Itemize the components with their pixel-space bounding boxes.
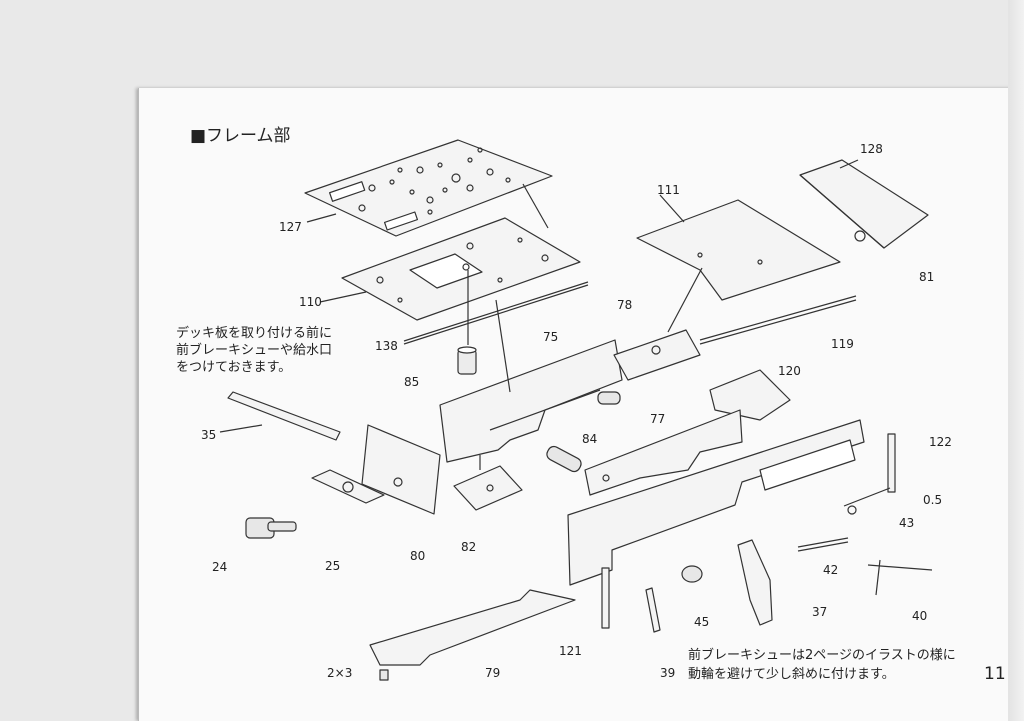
part-127-deck-plate [304, 139, 553, 237]
part-label-122: 122 [929, 435, 952, 449]
part-label-45: 45 [694, 615, 710, 629]
lower-frame [567, 419, 865, 586]
part-label-120: 120 [778, 364, 801, 378]
part-82-block [453, 465, 523, 511]
part-79-floor-plate [369, 589, 576, 666]
part-84-axle-bush [546, 445, 582, 473]
part-128-81-rear-plate [799, 159, 929, 249]
note-brake-shoe: 前ブレーキシューは2ページのイラストの様に 動輪を避けて少し斜めに付けます。 [688, 646, 956, 684]
note-deck-line-2: 前ブレーキシューや給水口 [176, 343, 333, 358]
part-label-77: 77 [650, 412, 666, 426]
page-number: 11 [984, 664, 1006, 684]
part-label-25: 25 [325, 559, 341, 573]
part-label-121: 121 [559, 644, 582, 658]
part-label-2x3: 2×3 [327, 666, 353, 680]
part-122-strip [887, 433, 896, 493]
part-77-frame-right [584, 409, 743, 496]
part-label-110: 110 [299, 295, 322, 309]
part-121-strip [601, 567, 610, 629]
part-label-85: 85 [404, 375, 420, 389]
part-label-79: 79 [485, 666, 501, 680]
part-43-brake-lever [843, 487, 891, 515]
part-42-rod [797, 537, 849, 552]
part-label-127: 127 [279, 220, 302, 234]
part-label-111: 111 [657, 183, 680, 197]
part-80-end-beam [361, 424, 441, 515]
part-label-24: 24 [212, 560, 228, 574]
part-label-43: 43 [899, 516, 915, 530]
part-40-linkage [867, 559, 933, 596]
part-label-84: 84 [582, 432, 598, 446]
part-label-119: 119 [831, 337, 854, 351]
part-label-78: 78 [617, 298, 633, 312]
part-110-sub-plate [341, 217, 581, 321]
part-label-80: 80 [410, 549, 426, 563]
part-label-42: 42 [823, 563, 839, 577]
part-label-35: 35 [201, 428, 217, 442]
section-title: ■フレーム部 [190, 126, 291, 146]
part-119-rod [699, 295, 857, 345]
part-label-37: 37 [812, 605, 828, 619]
part-label-82: 82 [461, 540, 477, 554]
note-brake-line-1: 前ブレーキシューは2ページのイラストの様に [688, 648, 956, 663]
part-120-cover [709, 369, 791, 421]
part-45-injector [681, 565, 703, 583]
part-39-brake-hanger [645, 587, 661, 633]
part-label-39: 39 [660, 666, 676, 680]
note-deck-assembly: デッキ板を取り付ける前に 前ブレーキシューや給水口 をつけておきます。 [176, 325, 332, 376]
screw-2x3 [379, 669, 389, 681]
part-85-water-filler [457, 346, 477, 375]
note-deck-line-3: をつけておきます。 [176, 360, 292, 375]
part-label-81: 81 [919, 270, 935, 284]
next-page-edge [1008, 0, 1024, 721]
part-25-coupler-plate [311, 469, 385, 504]
part-label-0-5: 0.5 [923, 493, 943, 507]
part-37-brake-shoe [737, 539, 773, 626]
note-deck-line-1: デッキ板を取り付ける前に [176, 326, 333, 341]
part-78-bracket [613, 329, 701, 381]
part-35-strip [227, 391, 341, 441]
part-111-rear-deck [636, 199, 841, 301]
part-label-128: 128 [860, 142, 883, 156]
part-label-75: 75 [543, 330, 559, 344]
part-label-138: 138 [375, 339, 398, 353]
note-brake-line-2: 動輪を避けて少し斜めに付けます。 [688, 667, 895, 682]
part-138-rod [403, 281, 589, 345]
part-label-40: 40 [912, 609, 928, 623]
part-24-coupler [245, 517, 297, 539]
